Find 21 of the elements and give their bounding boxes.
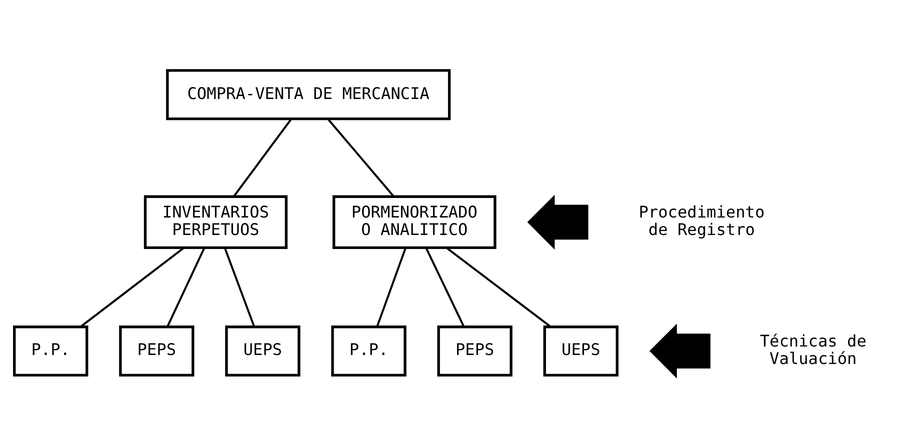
connector: [424, 246, 464, 327]
connector: [376, 246, 406, 327]
node-box: P.P.: [12, 325, 88, 376]
node-box: PEPS: [118, 325, 194, 376]
connector: [232, 118, 292, 196]
node-box: COMPRA-VENTA DE MERCANCIA: [166, 68, 450, 120]
node-label: Técnicas de Valuación: [759, 330, 866, 368]
node-arrow: [648, 323, 710, 378]
connector: [223, 246, 255, 327]
node-box: PORMENORIZADO O ANALITICO: [332, 194, 496, 248]
connector: [445, 246, 551, 328]
node-box: UEPS: [542, 325, 618, 376]
connector: [80, 246, 184, 328]
node-box: UEPS: [224, 325, 300, 376]
node-box: INVENTARIOS PERPETUOS: [143, 194, 288, 248]
node-box: PEPS: [436, 325, 512, 376]
connector: [326, 118, 394, 196]
node-arrow: [526, 194, 588, 250]
node-box: P.P.: [330, 325, 406, 376]
connector: [166, 246, 205, 327]
node-label: Procedimiento de Registro: [638, 202, 764, 239]
